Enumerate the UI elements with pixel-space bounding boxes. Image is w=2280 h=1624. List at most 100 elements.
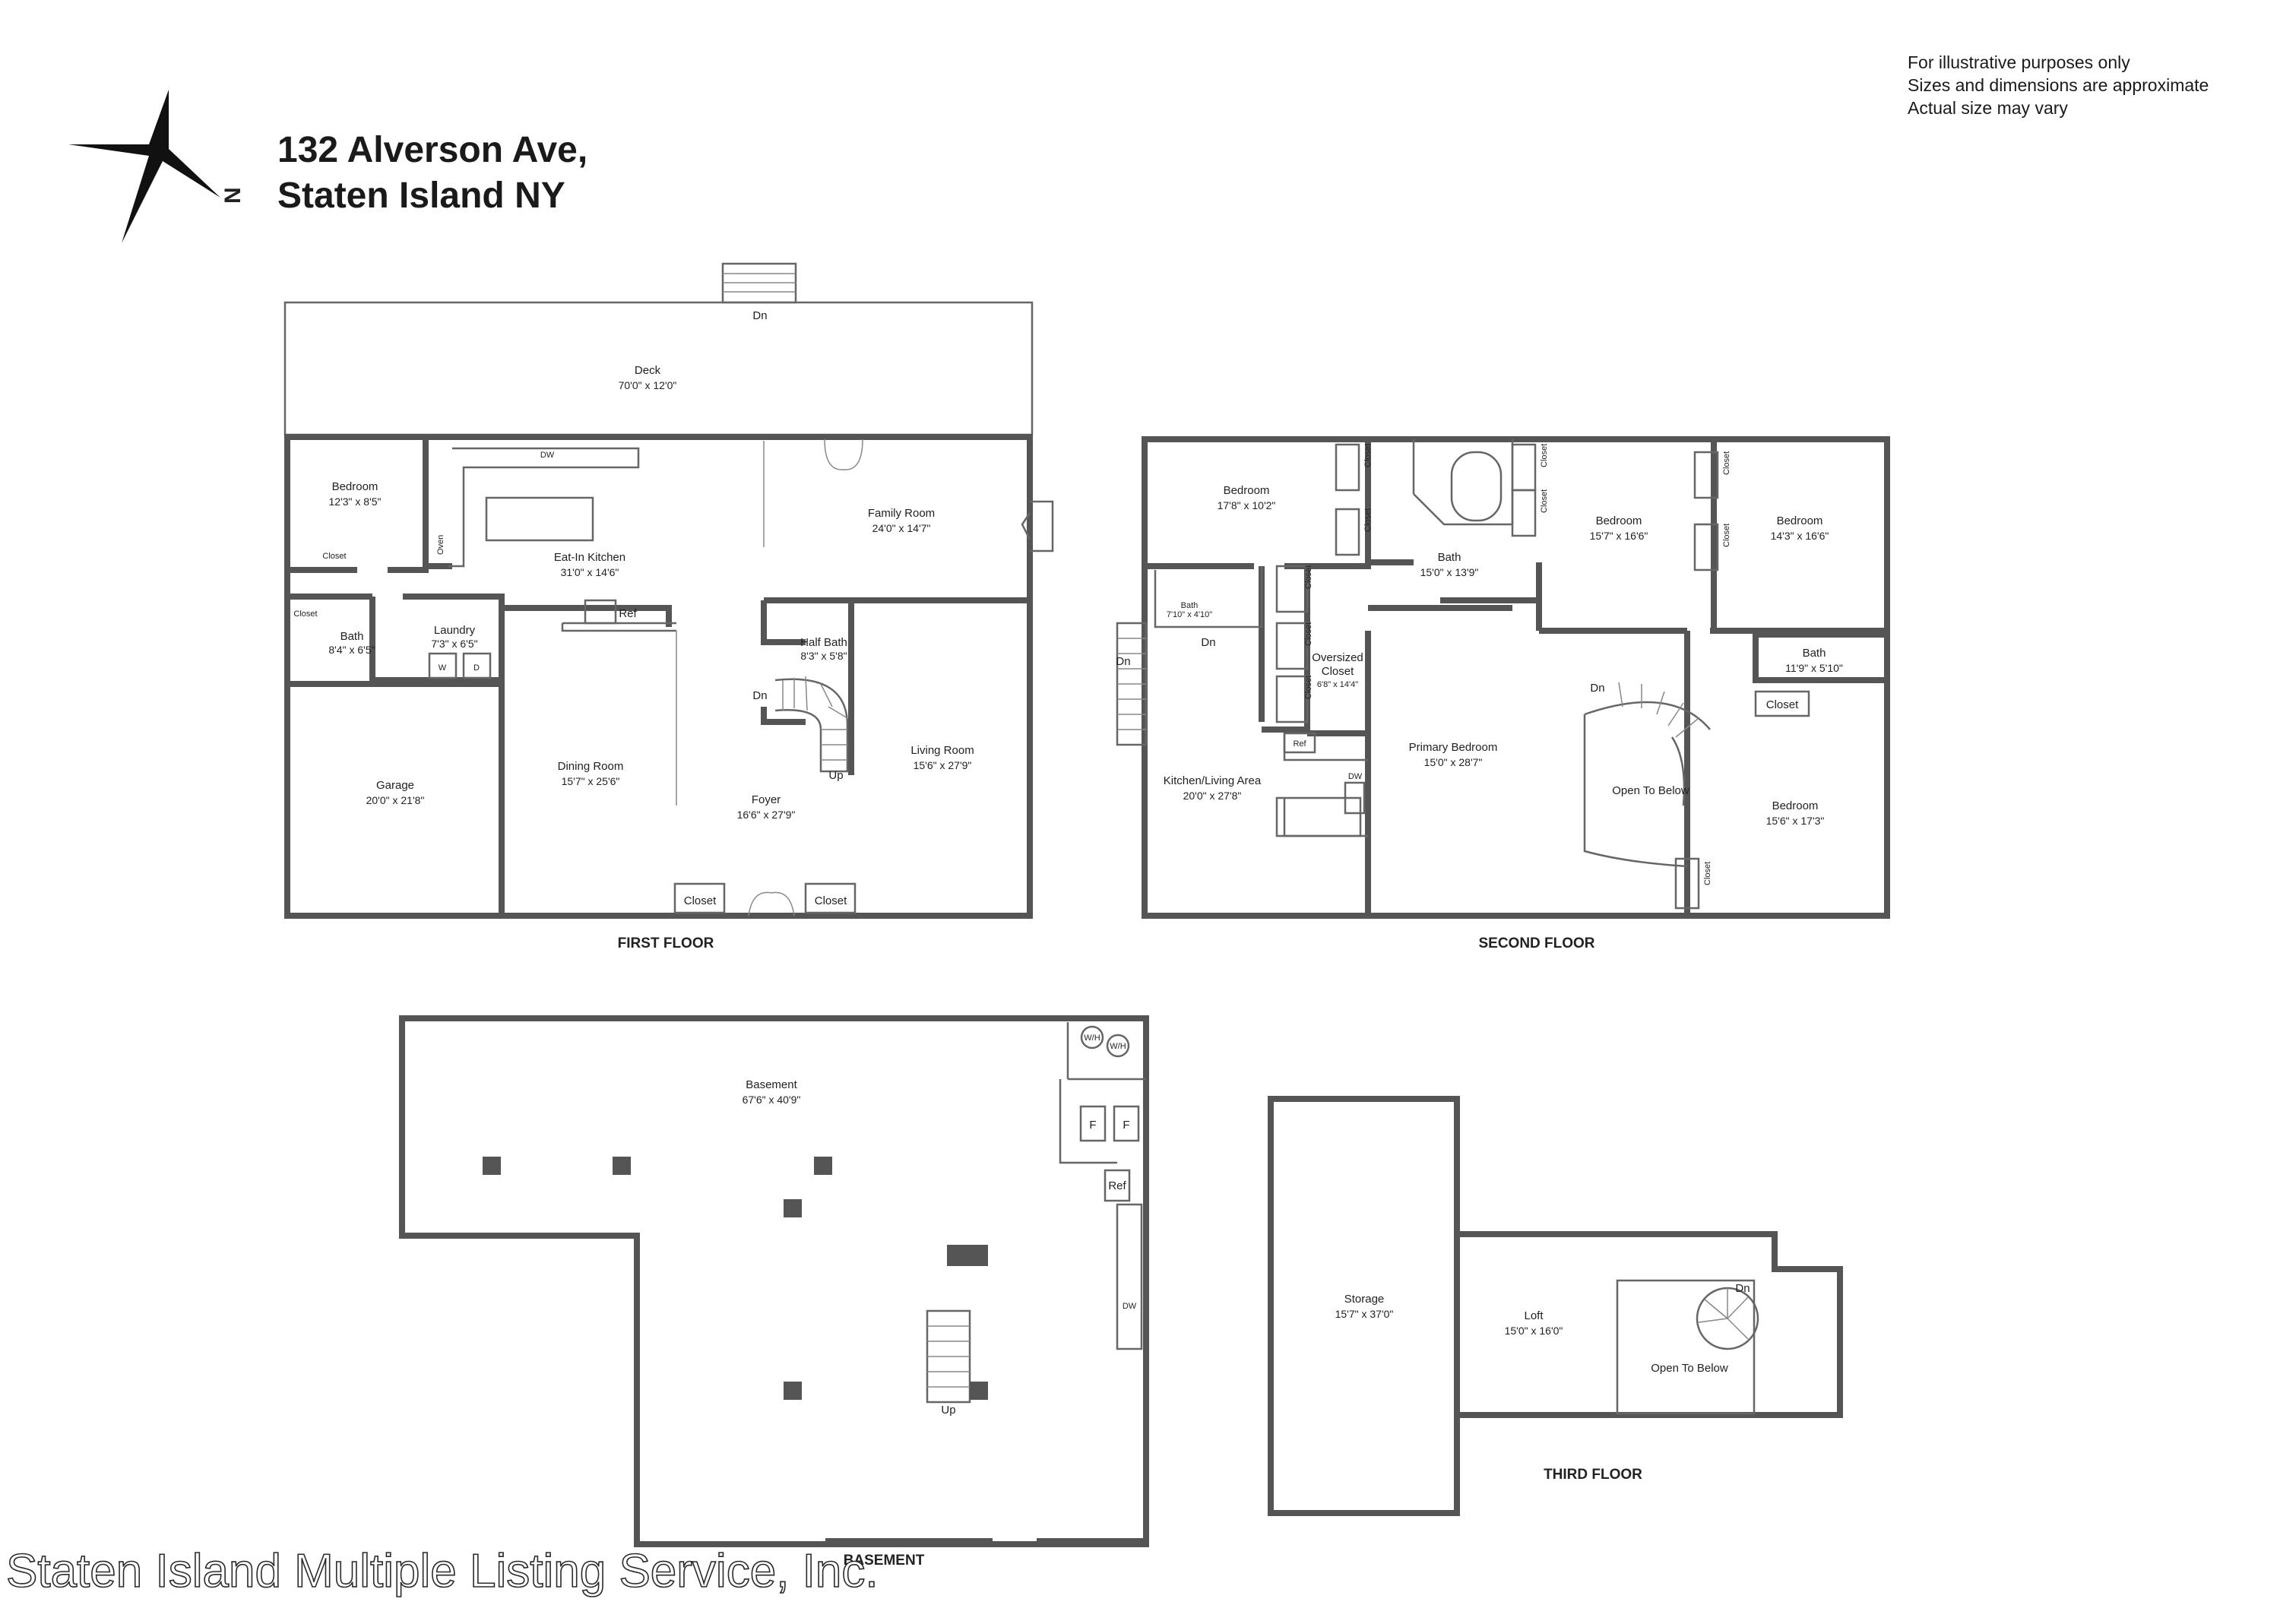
loft-outline (1457, 1231, 1843, 1418)
sf-open-below: Open To Below (1612, 784, 1689, 797)
sf-closet-a: Closet (1363, 444, 1373, 467)
sf-bedroom2-name: Bedroom (1596, 514, 1642, 527)
sf-dw-label: DW (1348, 772, 1363, 781)
basement-stairs-up: Up (941, 1404, 955, 1417)
sf-bath2-name: Bath (1803, 647, 1826, 660)
second-floor-plan: Bedroom 17'8" x 10'2" Closet Closet Clos… (1116, 436, 1890, 951)
address-line-2: Staten Island NY (277, 176, 565, 216)
ff-foyer-closet-2: Closet (815, 894, 847, 907)
sf-kitchen-living-dim: 20'0" x 27'8" (1183, 790, 1242, 802)
sf-primary-name: Primary Bedroom (1409, 741, 1498, 754)
address-line-1: 132 Alverson Ave, (277, 130, 587, 170)
tf-dn-label: Dn (1735, 1282, 1750, 1295)
column (970, 1382, 988, 1400)
ff-dw-label: DW (540, 451, 555, 460)
tf-open-below: Open To Below (1651, 1362, 1728, 1375)
ff-foyer-dim: 16'6" x 27'9" (737, 809, 796, 821)
basement-window-well (825, 1538, 993, 1547)
ff-oven-label: Oven (436, 535, 445, 555)
ff-bedroom-name: Bedroom (332, 480, 378, 493)
sf-bedroom1-dim: 17'8" x 10'2" (1218, 499, 1276, 511)
ff-half-bath-dim: 8'3" x 5'8" (800, 650, 847, 662)
sf-primary-dim: 15'0" x 28'7" (1424, 756, 1483, 768)
sf-ref-label: Ref (1293, 739, 1306, 749)
sf-closet-f: Closet (1722, 524, 1731, 547)
north-arrow-icon: N (68, 90, 245, 243)
disclaimer-line-2: Sizes and dimensions are approximate (1908, 75, 2209, 95)
column (483, 1157, 501, 1175)
ff-stairs-up: Up (828, 769, 843, 782)
sf-tub (1450, 451, 1503, 522)
sf-dn-3: Dn (1590, 682, 1604, 695)
sf-closet-h: Closet (1304, 622, 1313, 646)
sf-oversized-closet-dim: 6'8" x 14'4" (1317, 680, 1358, 689)
furnace-label-1: F (1089, 1119, 1096, 1132)
deck-dim: 70'0" x 12'0" (619, 379, 677, 391)
ff-garage-name: Garage (376, 779, 414, 792)
column (947, 1245, 988, 1266)
sf-oversized-closet-name-1: Oversized (1312, 651, 1363, 664)
sf-closet-k: Closet (1703, 862, 1712, 885)
sf-small-bath-name: Bath (1181, 601, 1199, 610)
sf-bath2-dim: 11'9" x 5'10" (1785, 662, 1843, 674)
sf-bath1-name: Bath (1438, 551, 1461, 564)
ff-half-bath-name: Half Bath (800, 636, 847, 649)
first-floor-plan: Deck 70'0" x 12'0" Dn Bedroom 12'3" x 8'… (283, 262, 1054, 951)
ff-laundry-name: Laundry (434, 624, 476, 637)
basement-name: Basement (746, 1078, 797, 1091)
sf-closet-d: Closet (1540, 489, 1549, 513)
ff-family-name: Family Room (868, 507, 935, 520)
ff-living-name: Living Room (910, 744, 974, 757)
ff-kitchen-name: Eat-In Kitchen (554, 551, 625, 564)
column (814, 1157, 832, 1175)
sf-dn-2: Dn (1116, 655, 1130, 668)
ff-family-dim: 24'0" x 14'7" (872, 522, 931, 534)
ff-foyer-name: Foyer (752, 793, 781, 806)
sf-bath1-dim: 15'0" x 13'9" (1420, 566, 1479, 578)
tf-loft-name: Loft (1524, 1309, 1544, 1322)
basement-dw-label: DW (1123, 1302, 1137, 1311)
north-label: N (220, 187, 245, 204)
ff-living-dim: 15'6" x 27'9" (914, 759, 972, 771)
disclaimer-line-1: For illustrative purposes only (1908, 52, 2130, 72)
ff-ref-label: Ref (619, 607, 637, 620)
ff-bedroom-closet: Closet (322, 552, 346, 561)
second-floor-label: SECOND FLOOR (1478, 935, 1594, 951)
sf-dn-1: Dn (1201, 636, 1215, 649)
deck-name: Deck (635, 364, 661, 377)
sf-bedroom1-name: Bedroom (1224, 484, 1270, 497)
sf-closet-c: Closet (1540, 444, 1549, 467)
ff-bath-dim: 8'4" x 6'5" (328, 644, 375, 656)
ff-dryer: D (473, 663, 480, 673)
column (784, 1199, 802, 1217)
ff-foyer-closet-1: Closet (684, 894, 717, 907)
wh-label-1: W/H (1084, 1034, 1100, 1043)
basement-ref-label: Ref (1108, 1179, 1126, 1192)
sf-bedroom3-name: Bedroom (1777, 514, 1823, 527)
ff-garage-dim: 20'0" x 21'8" (366, 794, 425, 806)
sf-kitchen-living-name: Kitchen/Living Area (1164, 774, 1262, 787)
storage-outline (1268, 1096, 1460, 1516)
third-floor-plan: Storage 15'7" x 37'0" Loft 15'0" x 16'0"… (1268, 1096, 1843, 1516)
sf-bedroom3-dim: 14'3" x 16'6" (1771, 530, 1829, 542)
ff-bath-name: Bath (340, 630, 364, 643)
ff-washer: W (439, 663, 447, 673)
tf-open-area (1616, 1279, 1756, 1415)
disclaimer-line-3: Actual size may vary (1908, 98, 2068, 118)
deck-dn-label: Dn (752, 309, 767, 322)
furnace-label-2: F (1123, 1119, 1129, 1132)
tf-storage-name: Storage (1344, 1293, 1385, 1306)
sf-closet-i: Closet (1304, 676, 1313, 699)
third-floor-label: THIRD FLOOR (1544, 1467, 1642, 1483)
ff-dining-dim: 15'7" x 25'6" (562, 775, 620, 787)
tf-loft-dim: 15'0" x 16'0" (1505, 1325, 1563, 1337)
tf-storage-dim: 15'7" x 37'0" (1335, 1308, 1394, 1320)
ff-kitchen-dim: 31'0" x 14'6" (561, 566, 619, 578)
basement-plan: Basement 67'6" x 40'9" W/H W/H F F Ref D… (399, 1015, 1149, 1547)
ff-laundry-dim: 7'3" x 6'5" (431, 638, 477, 650)
sf-closet-g: Closet (1304, 565, 1313, 589)
basement-window-well (1037, 1538, 1146, 1547)
ff-stairs-dn: Dn (752, 689, 767, 702)
